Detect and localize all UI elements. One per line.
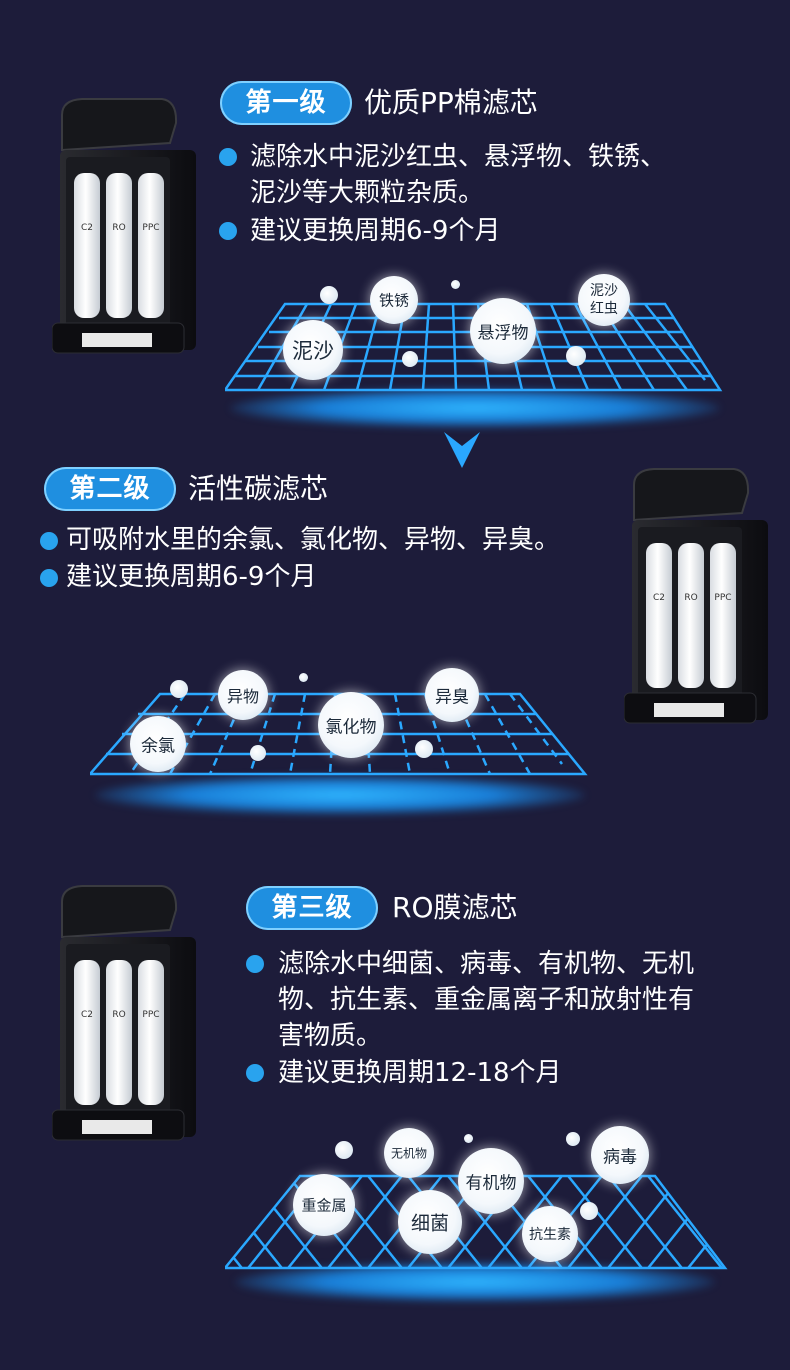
contaminant-label: 重金属 [301,1196,347,1215]
stage-title: RO膜滤芯 [392,891,518,924]
stage-title: 活性碳滤芯 [188,472,329,505]
contaminant-label: 细菌 [410,1212,449,1235]
contaminant-bubble: 重金属 [293,1174,355,1236]
bullet-dot [219,148,237,166]
contaminant-label: 余氯 [141,736,175,757]
description-line: 物、抗生素、重金属离子和放射性有 [278,985,695,1015]
small-bubble [320,286,338,304]
description-line: 害物质。 [278,1021,383,1051]
cartridge-label: RO [112,1010,125,1020]
small-bubble [170,680,188,698]
contaminant-label: 氯化物 [325,717,377,738]
contaminant-bubble: 有机物 [458,1148,524,1214]
contaminant-bubble: 氯化物 [318,692,384,758]
replacement-cycle: 建议更换周期6-9个月 [250,216,501,246]
water-purifier-image: C2 RO PPC [52,98,196,354]
small-bubble [299,673,308,682]
contaminant-label: 抗生素 [529,1227,571,1243]
grid-glow [230,388,720,428]
description-line: 滤除水中泥沙红虫、悬浮物、铁锈、 [250,142,667,172]
description-line: 可吸附水里的余氯、氯化物、异物、异臭。 [66,525,561,555]
chevron-down-icon [444,432,480,468]
stage-badge: 第一级 [220,81,352,125]
cartridge-label: PPC [142,1010,159,1020]
contaminant-bubble: 抗生素 [522,1206,578,1262]
stage-badge: 第三级 [246,886,378,930]
bullet-dot [246,955,264,973]
bullet-dot [40,569,58,587]
contaminant-label: 泥沙 [292,339,334,363]
contaminant-bubble: 病毒 [591,1126,649,1184]
small-bubble [580,1202,598,1220]
bullet-dot [246,1064,264,1082]
cartridge-label: C2 [653,593,665,603]
small-bubble [464,1134,473,1143]
water-purifier-image: C2 RO PPC [624,468,768,724]
replacement-cycle: 建议更换周期12-18个月 [278,1058,562,1088]
contaminant-bubble: 细菌 [398,1190,462,1254]
cartridge-label: C2 [81,1010,93,1020]
stage-badge: 第二级 [44,467,176,511]
contaminant-label: 泥沙红虫 [590,283,618,317]
contaminant-label: 异臭 [435,687,469,708]
contaminant-bubble: 无机物 [384,1128,434,1178]
replacement-cycle: 建议更换周期6-9个月 [66,562,317,592]
grid-glow [95,775,585,815]
water-purifier-image: C2 RO PPC [52,885,196,1141]
contaminant-bubble: 异臭 [425,668,479,722]
contaminant-bubble: 泥沙 [283,320,343,380]
bullet-dot [40,532,58,550]
stage-1: C2 RO PPC 第一级 优质PP棉滤芯 滤除水中泥沙红虫、悬浮物、铁锈、 泥… [0,0,790,440]
contaminant-label: 异物 [226,687,259,706]
small-bubble [402,351,418,367]
cartridge-label: RO [684,593,697,603]
bullet-dot [219,222,237,240]
cartridge-label: C2 [81,223,93,233]
contaminant-bubble: 异物 [218,670,268,720]
small-bubble [566,1132,580,1146]
contaminant-bubble: 余氯 [130,716,186,772]
contaminant-bubble: 泥沙红虫 [578,274,630,326]
cartridge-label: RO [112,223,125,233]
contaminant-label: 悬浮物 [477,323,529,344]
small-bubble [566,346,586,366]
cartridge-label: PPC [714,593,731,603]
small-bubble [451,280,460,289]
small-bubble [335,1141,353,1159]
contaminant-bubble: 悬浮物 [470,298,536,364]
cartridge-label: PPC [142,223,159,233]
small-bubble [250,745,266,761]
description-line: 泥沙等大颗粒杂质。 [250,178,485,208]
stage-3: C2 RO PPC 第三级 RO膜滤芯 滤除水中细菌、病毒、有机物、无机 物、抗… [0,860,790,1370]
stage-2: 第二级 活性碳滤芯 可吸附水里的余氯、氯化物、异物、异臭。 建议更换周期6-9个… [0,440,790,860]
contaminant-label: 无机物 [390,1146,427,1161]
small-bubble [415,740,433,758]
contaminant-label: 铁锈 [378,291,409,310]
contaminant-label: 病毒 [603,1147,637,1168]
contaminant-label: 有机物 [465,1173,517,1194]
stage-title: 优质PP棉滤芯 [364,86,538,119]
description-line: 滤除水中细菌、病毒、有机物、无机 [278,949,695,979]
contaminant-bubble: 铁锈 [370,276,418,324]
